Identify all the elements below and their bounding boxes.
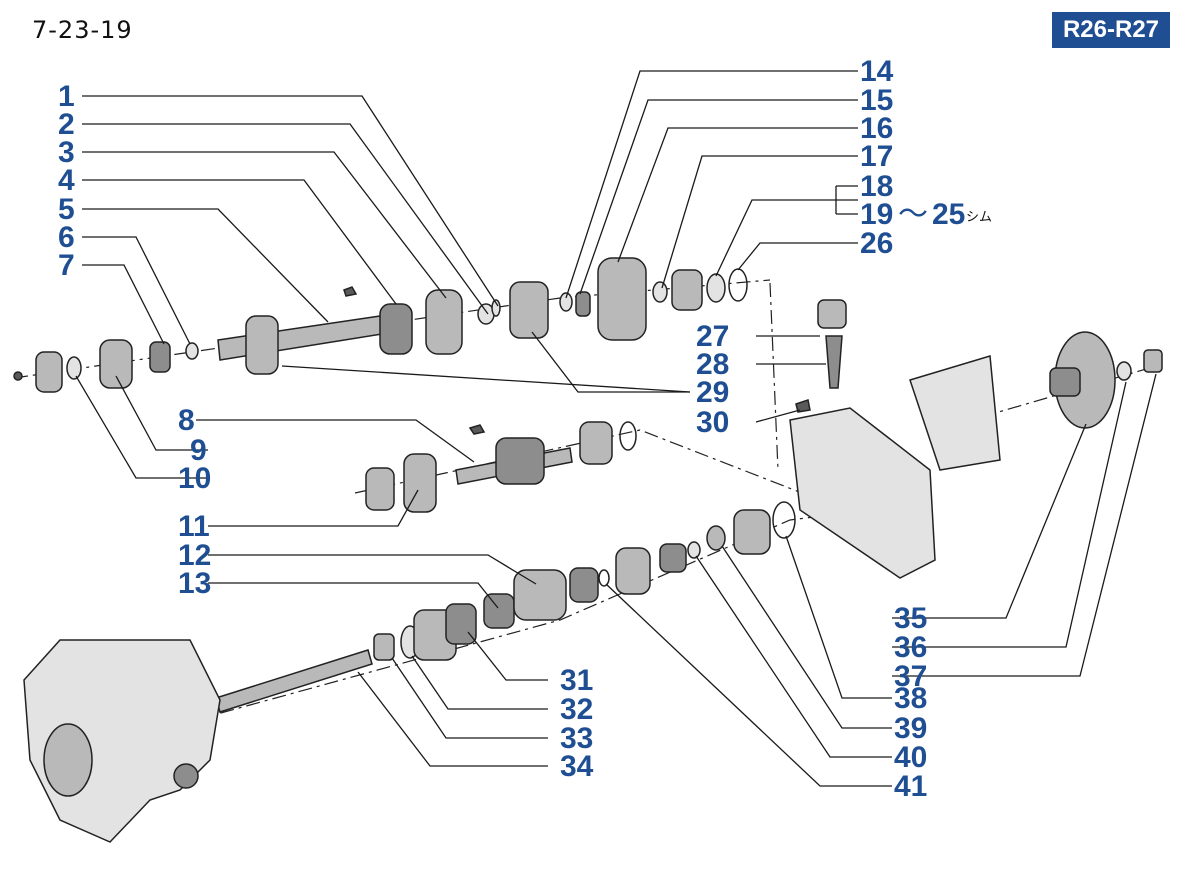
part-number-34: 34	[560, 750, 594, 783]
part-number-36: 36	[894, 631, 927, 664]
part-number-8: 8	[178, 404, 195, 437]
part-number-6: 6	[58, 221, 75, 254]
part-number-31: 31	[560, 664, 593, 697]
part-number-30: 30	[696, 406, 729, 439]
part-number-18: 18	[860, 170, 893, 203]
part-numbers: 1 2 3 4 5 6 7 8 9 10 11 12 13 14 15 16 1…	[58, 55, 992, 803]
part-number-2: 2	[58, 108, 75, 141]
lower-shaft-assembly	[215, 501, 796, 713]
page-code: 7-23-19	[32, 16, 133, 44]
part-number-16: 16	[860, 112, 893, 145]
range-tilde: 〜	[898, 197, 928, 232]
part-number-7: 7	[58, 249, 75, 282]
part-number-37: 37	[894, 660, 927, 693]
part-number-40: 40	[894, 741, 927, 774]
right-side-cover-assembly	[789, 331, 1163, 579]
part-number-32: 32	[560, 693, 593, 726]
part-number-4: 4	[58, 164, 75, 197]
part-number-28: 28	[696, 348, 729, 381]
part-number-3: 3	[58, 136, 75, 169]
part-number-5: 5	[58, 193, 75, 226]
part-number-26: 26	[860, 227, 893, 260]
shim-note: シム	[966, 210, 992, 225]
part-number-41: 41	[894, 770, 927, 803]
transmission-housing	[23, 639, 221, 843]
part-number-12: 12	[178, 539, 211, 572]
upper-shaft-assembly	[13, 257, 748, 393]
part-number-38: 38	[894, 682, 927, 715]
part-number-17: 17	[860, 140, 893, 173]
speedometer-drive-assembly	[795, 299, 847, 413]
part-number-15: 15	[860, 84, 893, 117]
part-number-10: 10	[178, 462, 211, 495]
part-number-19: 19	[860, 198, 893, 231]
leader-lines	[75, 70, 1157, 787]
part-number-33: 33	[560, 722, 593, 755]
part-number-29: 29	[696, 376, 729, 409]
part-number-35: 35	[894, 602, 927, 635]
part-number-1: 1	[58, 80, 75, 113]
part-number-14: 14	[860, 55, 894, 88]
part-number-11: 11	[178, 510, 210, 543]
middle-shaft-assembly	[365, 421, 637, 513]
part-number-13: 13	[178, 567, 211, 600]
part-number-25: 25	[932, 198, 965, 231]
model-badge: R26-R27	[1052, 12, 1170, 48]
part-number-27: 27	[696, 320, 729, 353]
part-number-39: 39	[894, 712, 927, 745]
part-number-9: 9	[190, 434, 207, 467]
